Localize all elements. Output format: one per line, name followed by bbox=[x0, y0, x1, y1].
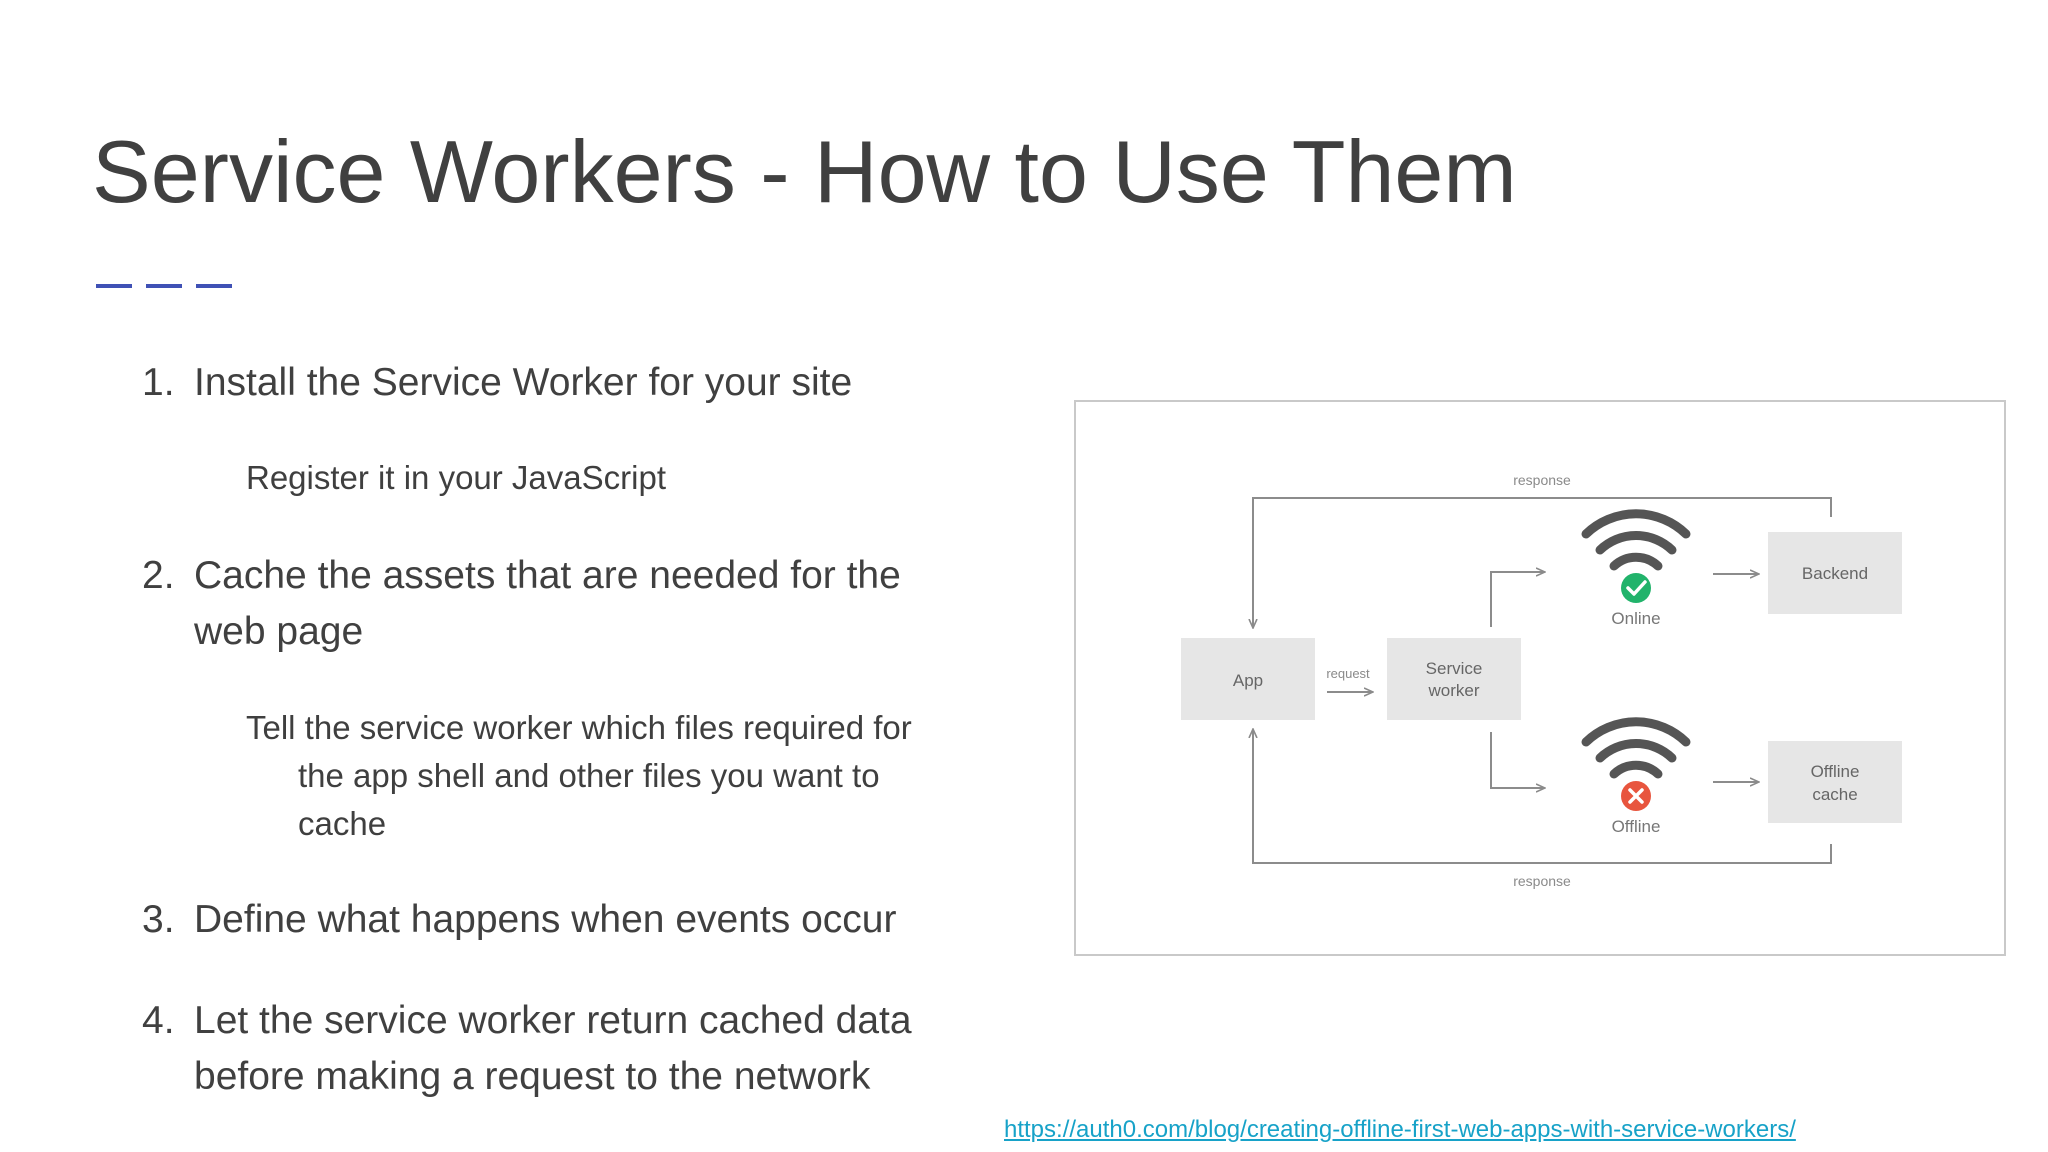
response-top-label: response bbox=[1513, 472, 1571, 488]
response-bottom-label: response bbox=[1513, 873, 1571, 889]
list-item: 2. Cache the assets that are needed for … bbox=[142, 548, 1042, 660]
step-text: Install the Service Worker for your site bbox=[194, 361, 853, 404]
online-branch-path bbox=[1490, 572, 1544, 627]
app-node-label: App bbox=[1233, 671, 1263, 690]
request-label: request bbox=[1326, 666, 1370, 681]
online-check-icon bbox=[1621, 573, 1651, 603]
offline-cache-node-label-line: cache bbox=[1812, 785, 1857, 804]
response-top-path bbox=[1253, 497, 1832, 627]
steps-list: 1. Install the Service Worker for your s… bbox=[0, 0, 1000, 1152]
step-text-line: Cache the assets that are needed for the bbox=[194, 554, 901, 597]
offline-cache-node-label-line: Offline bbox=[1811, 762, 1860, 781]
offline-label: Offline bbox=[1612, 817, 1661, 836]
online-check-mark bbox=[1626, 580, 1647, 596]
accent-dash bbox=[196, 284, 232, 288]
step-text: Define what happens when events occur bbox=[194, 898, 897, 941]
offline-cache-node bbox=[1768, 741, 1902, 823]
online-label: Online bbox=[1611, 609, 1660, 628]
accent-dash bbox=[96, 284, 132, 288]
step-number: 3. bbox=[142, 898, 175, 941]
step-note-line: the app shell and other files you want t… bbox=[298, 757, 880, 794]
step-note-line: cache bbox=[298, 805, 387, 842]
list-item: 1. Install the Service Worker for your s… bbox=[142, 355, 1042, 411]
service-worker-node bbox=[1387, 638, 1521, 720]
page-title: Service Workers - How to Use Them bbox=[92, 122, 1517, 221]
backend-node-label: Backend bbox=[1802, 564, 1868, 583]
service-worker-node-label-line: Service bbox=[1426, 659, 1483, 678]
response-bottom-path bbox=[1253, 730, 1832, 864]
step-text: Let the service worker return cached dat… bbox=[194, 993, 912, 1105]
step-note: Tell the service worker which files requ… bbox=[246, 704, 912, 848]
list-item: 3. Define what happens when events occur bbox=[142, 892, 1042, 948]
step-number: 2. bbox=[142, 554, 175, 597]
app-node bbox=[1181, 638, 1315, 720]
list-item: 4. Let the service worker return cached … bbox=[142, 993, 1042, 1105]
step-number: 4. bbox=[142, 999, 175, 1042]
step-note: Register it in your JavaScript bbox=[246, 454, 666, 502]
offline-cross-mark bbox=[1628, 788, 1644, 804]
source-link[interactable]: https://auth0.com/blog/creating-offline-… bbox=[1004, 1116, 1796, 1143]
backend-node bbox=[1768, 532, 1902, 614]
step-text-line: web page bbox=[194, 610, 364, 653]
service-worker-diagram: response response App request Service wo… bbox=[1074, 400, 2006, 956]
accent-dash bbox=[146, 284, 182, 288]
title-accent-divider bbox=[96, 284, 246, 302]
wifi-offline-icon bbox=[1581, 717, 1691, 779]
step-note-line: Register it in your JavaScript bbox=[246, 459, 666, 496]
wifi-online-icon bbox=[1581, 509, 1691, 571]
offline-branch-path bbox=[1490, 732, 1544, 788]
step-text: Cache the assets that are needed for the… bbox=[194, 548, 901, 660]
service-worker-node-label-line: worker bbox=[1427, 681, 1479, 700]
diagram-svg: response response App request Service wo… bbox=[1181, 472, 1902, 889]
step-text-line: Let the service worker return cached dat… bbox=[194, 999, 912, 1042]
step-note-line: Tell the service worker which files requ… bbox=[246, 709, 912, 746]
step-text-line: before making a request to the network bbox=[194, 1055, 871, 1098]
step-number: 1. bbox=[142, 361, 175, 404]
